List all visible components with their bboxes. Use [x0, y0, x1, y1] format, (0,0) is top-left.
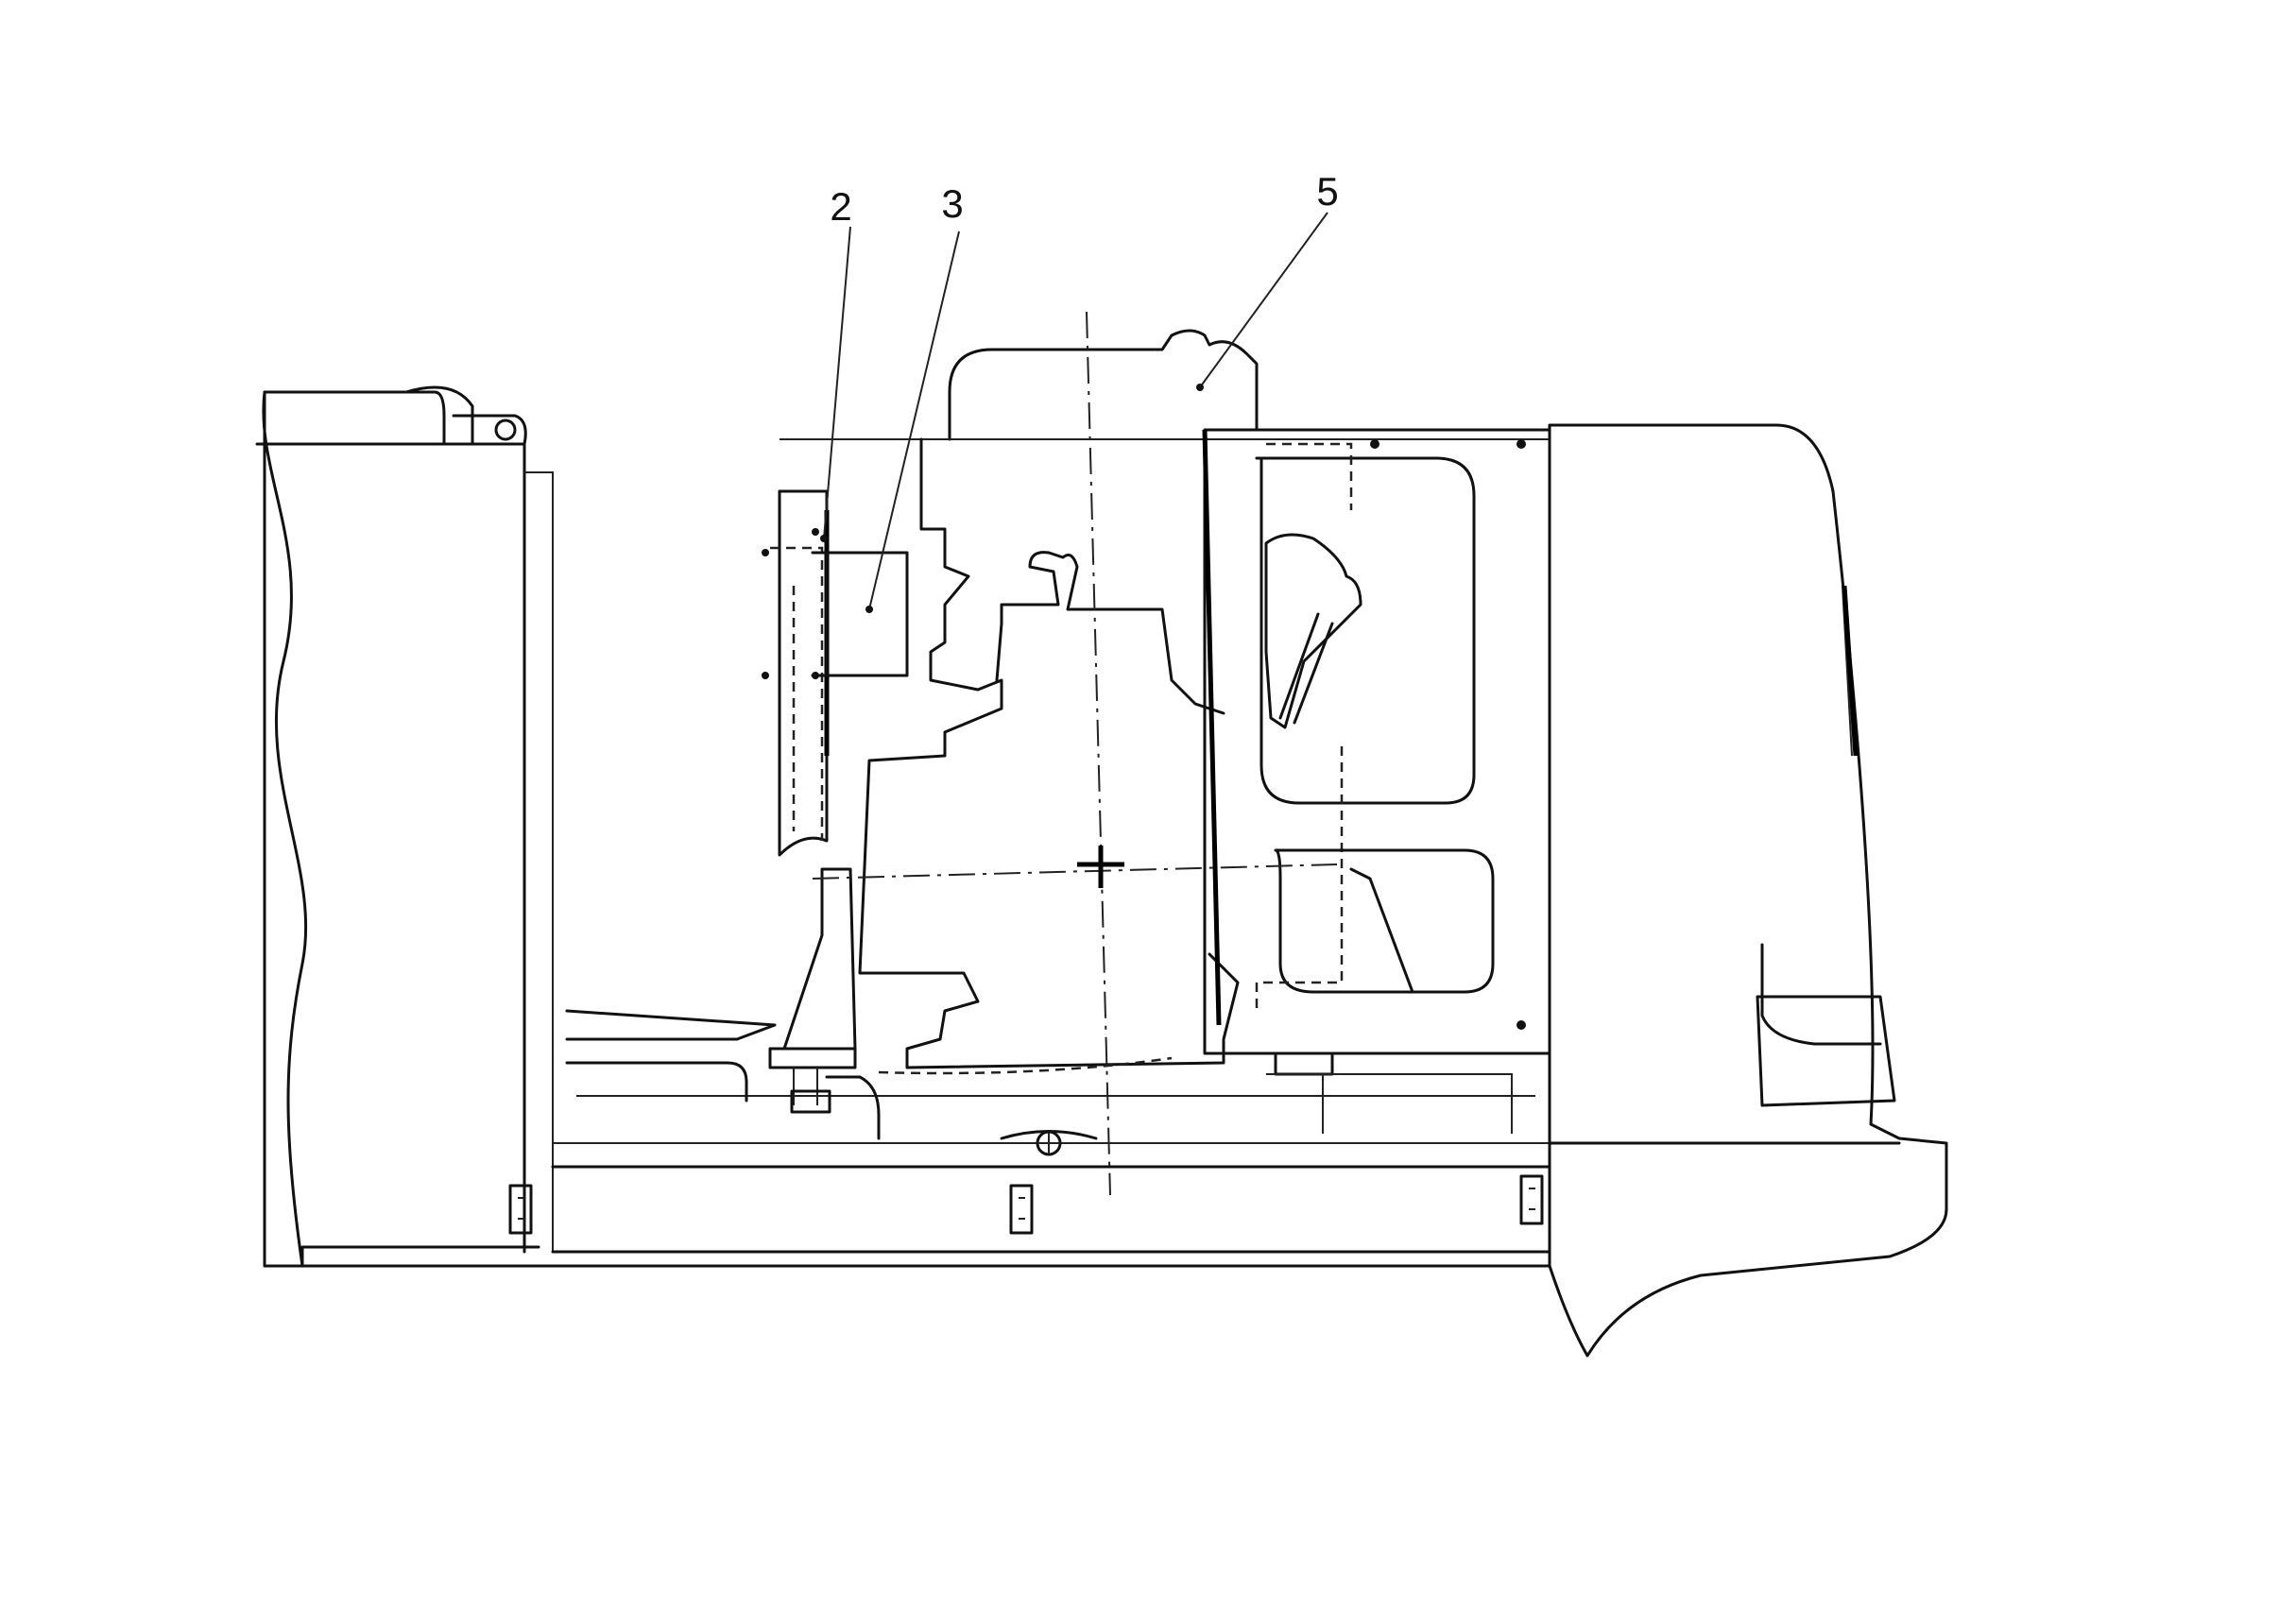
callout-leaders: [820, 212, 1328, 613]
right-enclosure: [1548, 423, 1948, 1358]
lower-piping: [565, 1009, 1173, 1140]
engine-block: [762, 329, 1550, 1069]
callout-3-label: 3: [941, 181, 963, 226]
center-lines: [812, 311, 1338, 1196]
engine-mount-right: [1266, 1051, 1513, 1134]
generator-panel: [1202, 428, 1551, 1055]
base-frame: [551, 1051, 1551, 1254]
callout-5-label: 5: [1316, 169, 1338, 214]
left-cooler-panel: [255, 385, 1551, 1268]
callout-2-label: 2: [830, 184, 851, 229]
engine-mount-left: [768, 867, 857, 1114]
